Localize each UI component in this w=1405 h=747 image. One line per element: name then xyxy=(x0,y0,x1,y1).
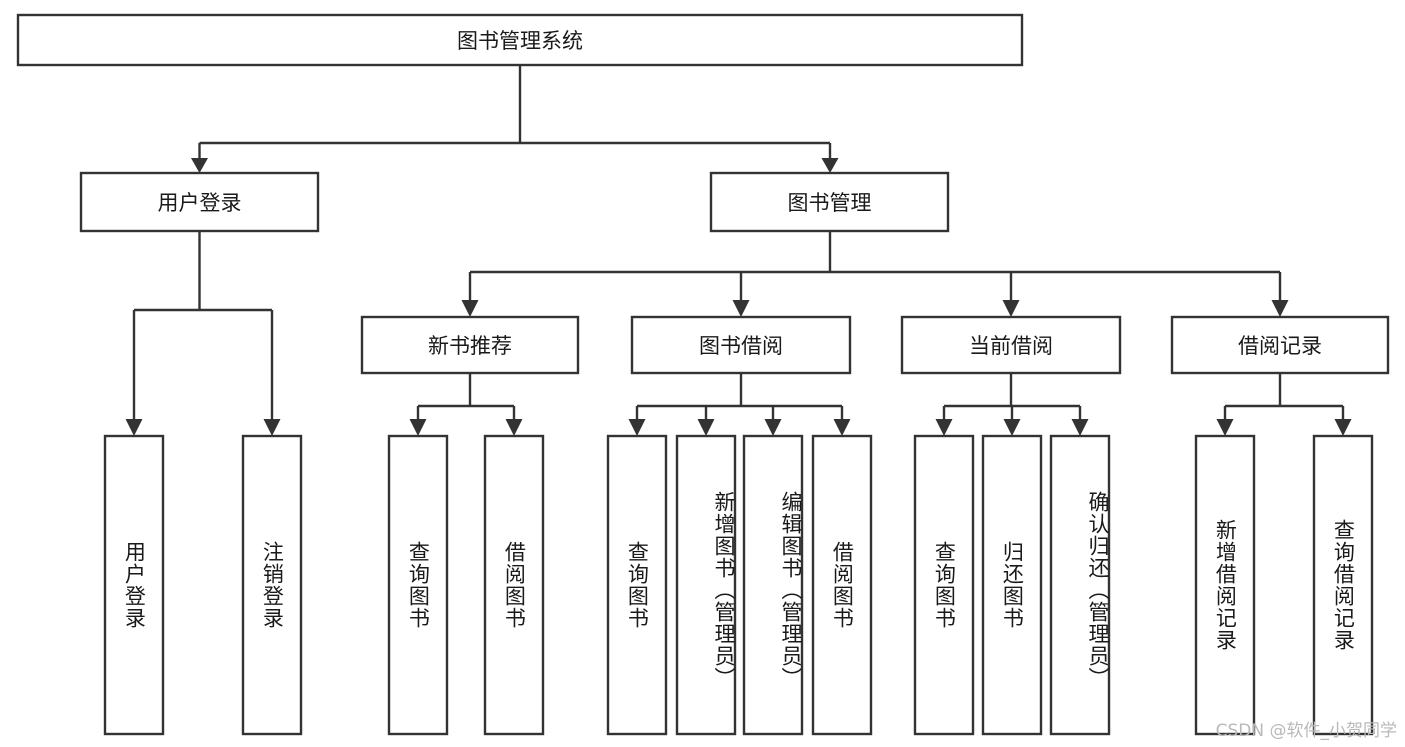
arrowhead-query-book-1 xyxy=(409,419,427,436)
arrowhead-query-borrow-record xyxy=(1334,419,1352,436)
node-book-borrow[interactable] xyxy=(630,315,852,375)
arrowhead-query-book-2 xyxy=(628,419,646,436)
arrowhead-confirm-return-admin xyxy=(1071,419,1089,436)
node-borrow-record[interactable] xyxy=(1170,315,1390,375)
node-book-management[interactable] xyxy=(709,171,950,233)
arrowhead-current-borrow xyxy=(1002,300,1020,317)
node-confirm-return-admin[interactable] xyxy=(1049,434,1111,736)
arrowhead-new-book-recommend xyxy=(461,300,479,317)
arrowhead-borrow-book-1 xyxy=(505,419,523,436)
node-query-borrow-record[interactable] xyxy=(1312,434,1374,736)
connector-layer xyxy=(125,65,1352,436)
arrowhead-return-book xyxy=(1003,419,1021,436)
arrowhead-edit-book-admin xyxy=(764,419,782,436)
arrowhead-user-logout xyxy=(263,419,281,436)
arrowhead-book-borrow xyxy=(732,300,750,317)
node-user-login-do[interactable] xyxy=(103,434,165,736)
arrowhead-query-book-3 xyxy=(935,419,953,436)
node-user-logout[interactable] xyxy=(241,434,303,736)
node-borrow-book-1[interactable] xyxy=(483,434,545,736)
node-query-book-3[interactable] xyxy=(913,434,975,736)
arrowhead-add-borrow-record xyxy=(1216,419,1234,436)
node-root[interactable] xyxy=(16,13,1024,67)
node-new-book-recommend[interactable] xyxy=(360,315,580,375)
arrowhead-borrow-record xyxy=(1271,300,1289,317)
node-current-borrow[interactable] xyxy=(900,315,1122,375)
node-user-login[interactable] xyxy=(79,171,320,233)
arrowhead-user-login xyxy=(191,158,208,173)
arrowhead-add-book-admin xyxy=(697,419,715,436)
node-edit-book-admin[interactable] xyxy=(742,434,804,736)
node-return-book[interactable] xyxy=(981,434,1043,736)
node-add-book-admin[interactable] xyxy=(675,434,737,736)
arrowhead-borrow-book-2 xyxy=(833,419,851,436)
arrowhead-book-management xyxy=(821,158,839,173)
arrowhead-user-login-do xyxy=(125,419,143,436)
node-add-borrow-record[interactable] xyxy=(1194,434,1256,736)
node-borrow-book-2[interactable] xyxy=(811,434,873,736)
node-query-book-1[interactable] xyxy=(387,434,449,736)
node-layer xyxy=(16,13,1390,736)
node-query-book-2[interactable] xyxy=(606,434,668,736)
